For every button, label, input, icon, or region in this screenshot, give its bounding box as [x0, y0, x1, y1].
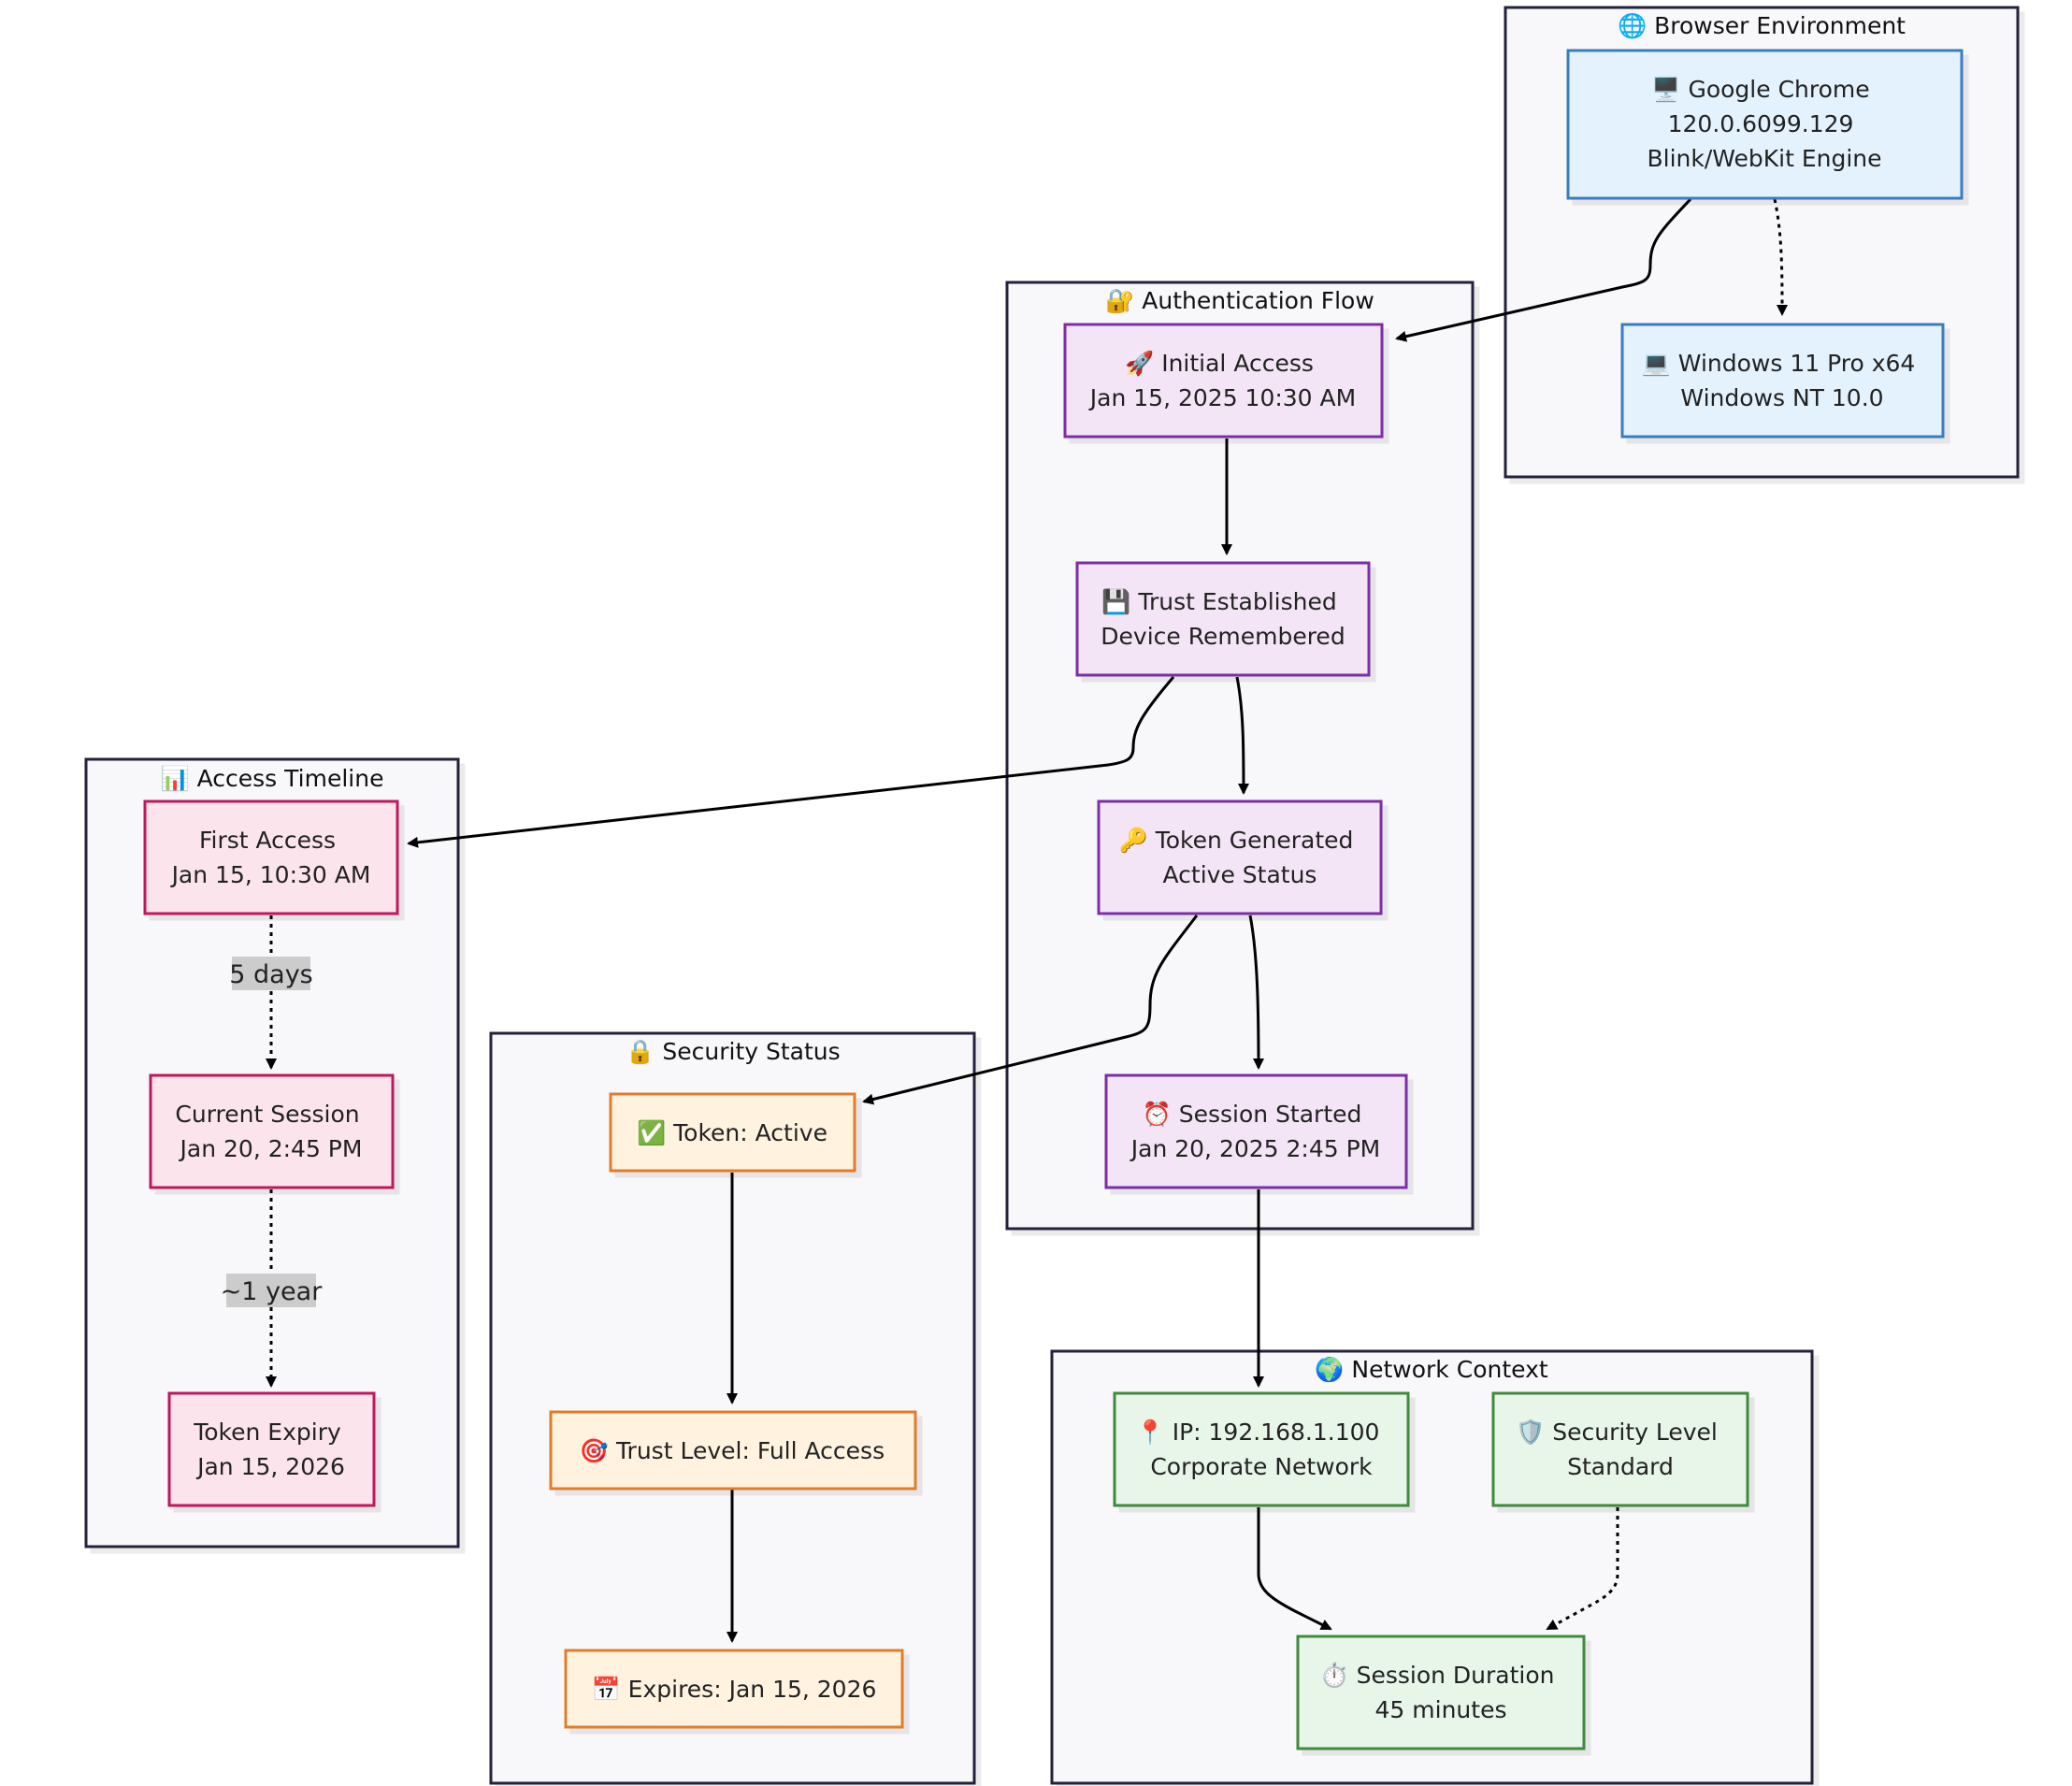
cluster-network-context-title: 🌍 Network Context [1315, 1356, 1548, 1383]
node-trust-established-box [1075, 561, 1371, 677]
node-initial-access-line-2: Jan 15, 2025 10:30 AM [1088, 384, 1356, 411]
node-token-expiry-line-1: Token Expiry [193, 1419, 341, 1446]
edge-label-five-days: 5 days [229, 957, 313, 990]
node-initial-access[interactable]: 🚀 Initial Access Jan 15, 2025 10:30 AM [1063, 323, 1384, 439]
node-ip-address-line-1: 📍 IP: 192.168.1.100 [1136, 1419, 1380, 1446]
node-google-chrome-box [1566, 49, 1964, 200]
node-security-level-label: 🛡️ Security Level Standard [1516, 1419, 1725, 1480]
node-security-level[interactable]: 🛡️ Security Level Standard [1491, 1391, 1749, 1507]
node-session-duration-line-1: ⏱️ Session Duration [1320, 1662, 1555, 1689]
edge-trust-to-token-generated [1235, 676, 1249, 795]
node-token-generated[interactable]: 🔑 Token Generated Active Status [1097, 799, 1383, 915]
cluster-access-timeline-title: 📊 Access Timeline [161, 765, 384, 792]
node-token-generated-box [1097, 799, 1383, 915]
node-first-access-label: First Access Jan 15, 10:30 AM [170, 827, 371, 888]
node-current-session-line-2: Jan 20, 2:45 PM [179, 1135, 363, 1162]
node-first-access[interactable]: First Access Jan 15, 10:30 AM [143, 799, 399, 915]
node-windows-line-2: Windows NT 10.0 [1680, 384, 1883, 411]
edge-ip-to-session-duration [1257, 1507, 1332, 1631]
node-ip-address-label: 📍 IP: 192.168.1.100 Corporate Network [1136, 1419, 1388, 1480]
edge-label-one-year: ~1 year [221, 1274, 324, 1307]
node-trust-established-label: 💾 Trust Established Device Remembered [1101, 588, 1345, 650]
node-trust-established-line-1: 💾 Trust Established [1101, 588, 1336, 615]
node-windows-label: 💻 Windows 11 Pro x64 Windows NT 10.0 [1642, 350, 1923, 411]
node-ip-address[interactable]: 📍 IP: 192.168.1.100 Corporate Network [1113, 1391, 1410, 1507]
node-google-chrome-line-1: 🖥️ Google Chrome [1651, 76, 1869, 103]
node-token-active-line-1: ✅ Token: Active [637, 1119, 827, 1146]
node-expires-box [564, 1649, 904, 1729]
node-token-generated-line-2: Active Status [1163, 861, 1317, 888]
node-security-level-line-1: 🛡️ Security Level [1516, 1419, 1718, 1446]
node-session-duration-line-2: 45 minutes [1375, 1696, 1507, 1723]
node-session-duration[interactable]: ⏱️ Session Duration 45 minutes [1296, 1635, 1586, 1750]
cluster-authentication-flow-title: 🔐 Authentication Flow [1105, 287, 1374, 314]
node-expires-label: 📅 Expires: Jan 15, 2026 [592, 1676, 877, 1703]
node-initial-access-label: 🚀 Initial Access Jan 15, 2025 10:30 AM [1088, 350, 1356, 411]
edge-label-five-days-bg [232, 957, 310, 990]
node-windows-line-1: 💻 Windows 11 Pro x64 [1642, 350, 1916, 377]
node-session-started-box [1104, 1073, 1408, 1189]
node-windows-box [1620, 323, 1945, 439]
edge-chrome-to-initial-access [1395, 197, 1692, 342]
cluster-authentication-flow: 🔐 Authentication Flow [1005, 281, 1475, 1231]
node-trust-established-line-2: Device Remembered [1101, 623, 1345, 650]
node-session-started-label: ⏰ Session Started Jan 20, 2025 2:45 PM [1130, 1100, 1381, 1162]
node-security-level-box [1491, 1391, 1749, 1507]
node-token-expiry[interactable]: Token Expiry Jan 15, 2026 [167, 1391, 376, 1507]
node-trust-established[interactable]: 💾 Trust Established Device Remembered [1075, 561, 1371, 677]
node-expires-line-1: 📅 Expires: Jan 15, 2026 [592, 1676, 877, 1703]
node-token-expiry-label: Token Expiry Jan 15, 2026 [193, 1419, 349, 1480]
node-current-session-label: Current Session Jan 20, 2:45 PM [175, 1101, 367, 1162]
node-token-expiry-box [167, 1391, 376, 1507]
node-token-generated-label: 🔑 Token Generated Active Status [1119, 826, 1361, 888]
node-ip-address-box [1113, 1391, 1410, 1507]
node-trust-level-box [549, 1410, 917, 1491]
node-google-chrome[interactable]: 🖥️ Google Chrome 120.0.6099.129 Blink/We… [1566, 49, 1964, 200]
edge-security-level-to-session-duration [1546, 1507, 1619, 1631]
node-ip-address-line-2: Corporate Network [1150, 1453, 1373, 1480]
edge-trust-to-first-access [407, 676, 1175, 848]
edge-chrome-to-windows [1773, 198, 1788, 316]
edge-token-generated-to-token-active [862, 915, 1199, 1105]
node-token-active-label: ✅ Token: Active [637, 1119, 827, 1146]
node-security-level-line-2: Standard [1567, 1453, 1674, 1480]
node-session-started[interactable]: ⏰ Session Started Jan 20, 2025 2:45 PM [1104, 1073, 1408, 1189]
node-first-access-box [143, 799, 399, 915]
node-session-duration-box [1296, 1635, 1586, 1750]
node-initial-access-box [1063, 323, 1384, 439]
node-first-access-line-2: Jan 15, 10:30 AM [170, 861, 371, 888]
node-initial-access-line-1: 🚀 Initial Access [1125, 350, 1314, 377]
node-current-session-box [149, 1073, 395, 1189]
cluster-security-status-title: 🔒 Security Status [626, 1038, 840, 1065]
node-token-active[interactable]: ✅ Token: Active [609, 1092, 856, 1173]
node-token-expiry-line-2: Jan 15, 2026 [195, 1453, 345, 1480]
node-trust-level-label: 🎯 Trust Level: Full Access [580, 1437, 885, 1464]
node-trust-level[interactable]: 🎯 Trust Level: Full Access [549, 1410, 917, 1491]
node-current-session-line-1: Current Session [175, 1101, 359, 1128]
node-first-access-line-1: First Access [199, 827, 336, 854]
cluster-authentication-flow-frame [1005, 281, 1475, 1231]
edge-label-one-year-text: ~1 year [221, 1277, 324, 1306]
node-token-active-box [609, 1092, 856, 1173]
node-session-started-line-1: ⏰ Session Started [1143, 1100, 1362, 1128]
edges [266, 197, 1788, 1643]
node-session-started-line-2: Jan 20, 2025 2:45 PM [1130, 1135, 1381, 1162]
edge-label-one-year-bg [226, 1274, 316, 1307]
node-google-chrome-label: 🖥️ Google Chrome 120.0.6099.129 Blink/We… [1647, 76, 1881, 172]
node-session-duration-label: ⏱️ Session Duration 45 minutes [1320, 1662, 1562, 1723]
cluster-browser-environment-title: 🌐 Browser Environment [1618, 12, 1906, 39]
node-token-generated-line-1: 🔑 Token Generated [1119, 826, 1354, 855]
node-google-chrome-line-3: Blink/WebKit Engine [1647, 145, 1881, 172]
node-current-session[interactable]: Current Session Jan 20, 2:45 PM [149, 1073, 395, 1189]
node-expires[interactable]: 📅 Expires: Jan 15, 2026 [564, 1649, 904, 1729]
node-google-chrome-line-2: 120.0.6099.129 [1668, 110, 1854, 137]
node-windows[interactable]: 💻 Windows 11 Pro x64 Windows NT 10.0 [1620, 323, 1945, 439]
node-trust-level-line-1: 🎯 Trust Level: Full Access [580, 1437, 885, 1464]
edge-token-generated-to-session-started [1248, 915, 1264, 1070]
edge-label-five-days-text: 5 days [229, 960, 313, 989]
